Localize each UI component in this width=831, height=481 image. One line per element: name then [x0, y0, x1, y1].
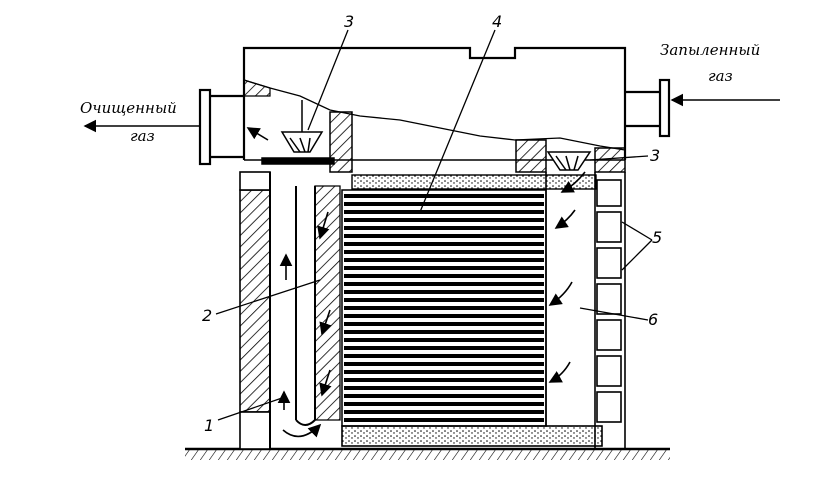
left-wall-cap	[239, 171, 271, 191]
left-wall-base	[239, 411, 271, 450]
hood-partition-right-2	[594, 147, 626, 173]
right-wall	[545, 172, 626, 449]
inlet-label-line1: Запыленный	[660, 41, 761, 59]
flow-arrows	[246, 127, 586, 438]
outlet-label-line2: газ	[130, 127, 155, 145]
callout-5: 5	[652, 228, 663, 247]
callout-2: 2	[202, 306, 213, 325]
leader-lines	[215, 29, 653, 421]
duct-wall-hatch	[314, 185, 341, 421]
shaker-left	[261, 100, 335, 165]
hood-partition	[329, 111, 353, 173]
filter-plate-stack	[344, 194, 544, 422]
outlet-label-line1: Очищенный	[80, 99, 177, 117]
inlet-label-line2: газ	[708, 67, 733, 85]
callout-4: 4	[492, 12, 503, 31]
callout-3-right: 3	[650, 146, 661, 165]
outlet-pipe	[198, 88, 244, 166]
return-duct	[269, 172, 316, 449]
base-sand-layer	[341, 425, 603, 447]
inlet-pipe	[625, 78, 671, 138]
callout-3-top: 3	[344, 12, 355, 31]
hood-left-wall	[243, 79, 271, 97]
hood-partition-right	[515, 139, 547, 173]
top-seal-layer	[351, 174, 597, 190]
shaker-right	[546, 151, 592, 171]
callout-1: 1	[204, 416, 215, 435]
ground	[185, 447, 670, 460]
callout-6: 6	[648, 310, 659, 329]
